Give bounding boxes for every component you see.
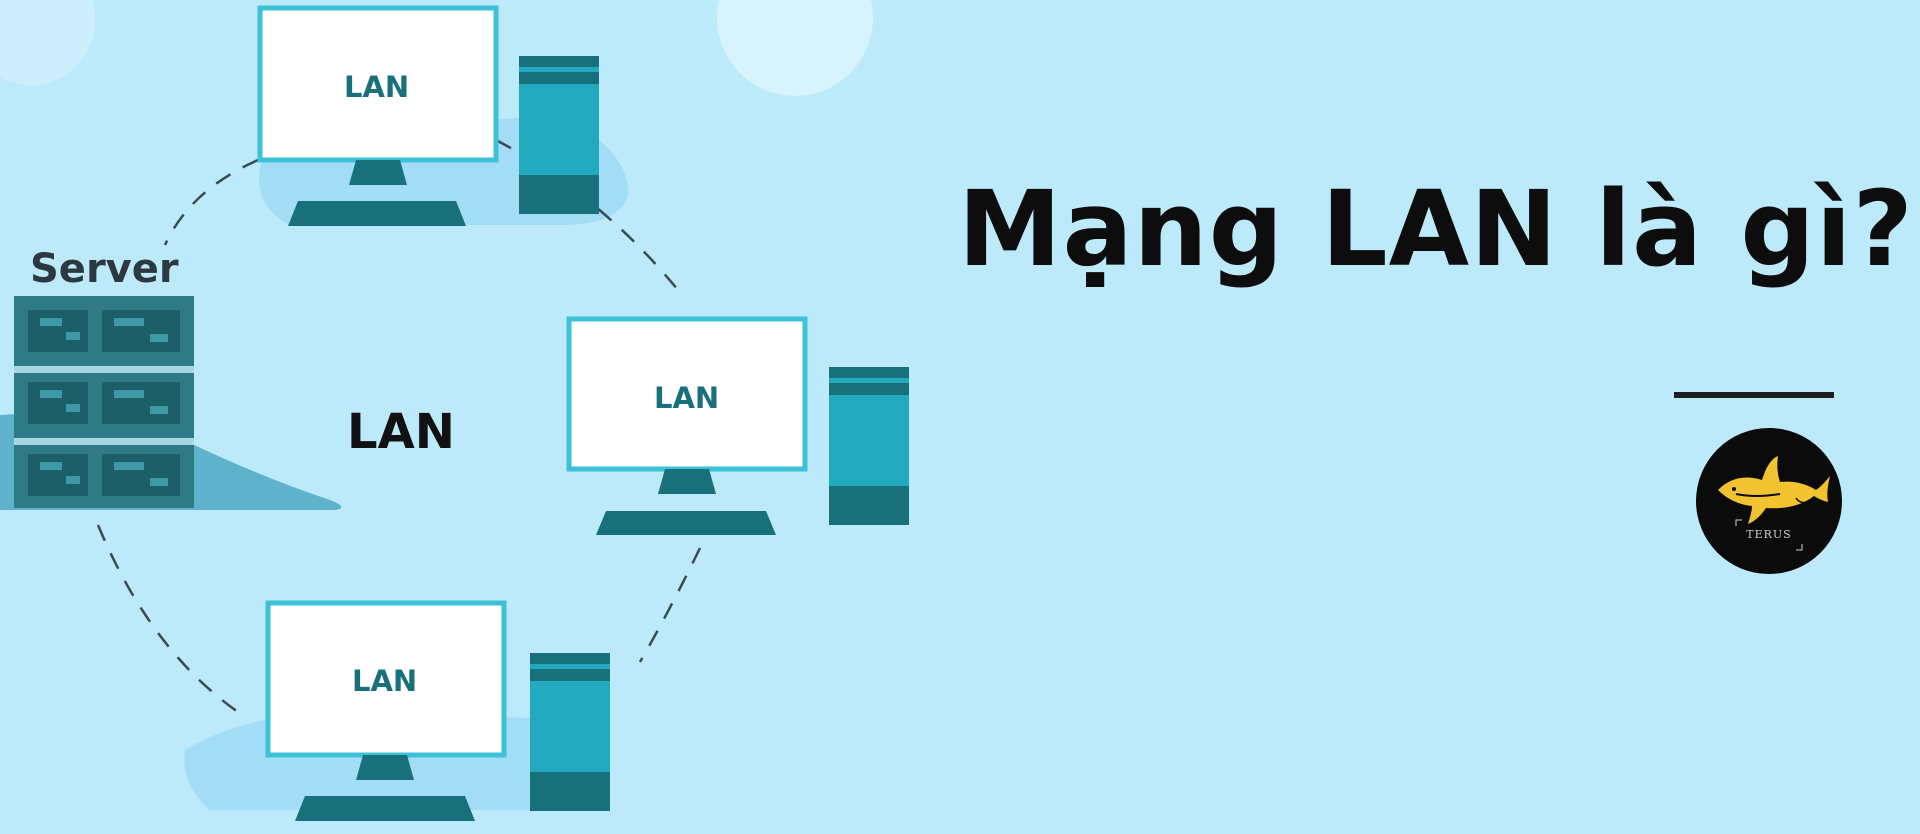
workstation-top [257, 5, 599, 226]
page-title: Mạng LAN là gì? [958, 168, 1914, 290]
shark-icon [1718, 456, 1830, 551]
bg-circle-left [0, 0, 95, 85]
network-link [96, 138, 702, 714]
server-label: Server [30, 246, 179, 292]
monitor-label: LAN [654, 381, 720, 415]
server-rack [14, 296, 194, 508]
workstation-bottom [265, 600, 610, 821]
lan-center-label: LAN [347, 404, 455, 460]
divider [1674, 392, 1834, 398]
logo-text: TERUS [1746, 528, 1792, 541]
monitor-label: LAN [352, 664, 418, 698]
workstation-middle [566, 316, 909, 535]
brand-logo: TERUS [1696, 428, 1842, 574]
monitor-label: LAN [344, 70, 410, 104]
bg-circle [717, 0, 873, 96]
